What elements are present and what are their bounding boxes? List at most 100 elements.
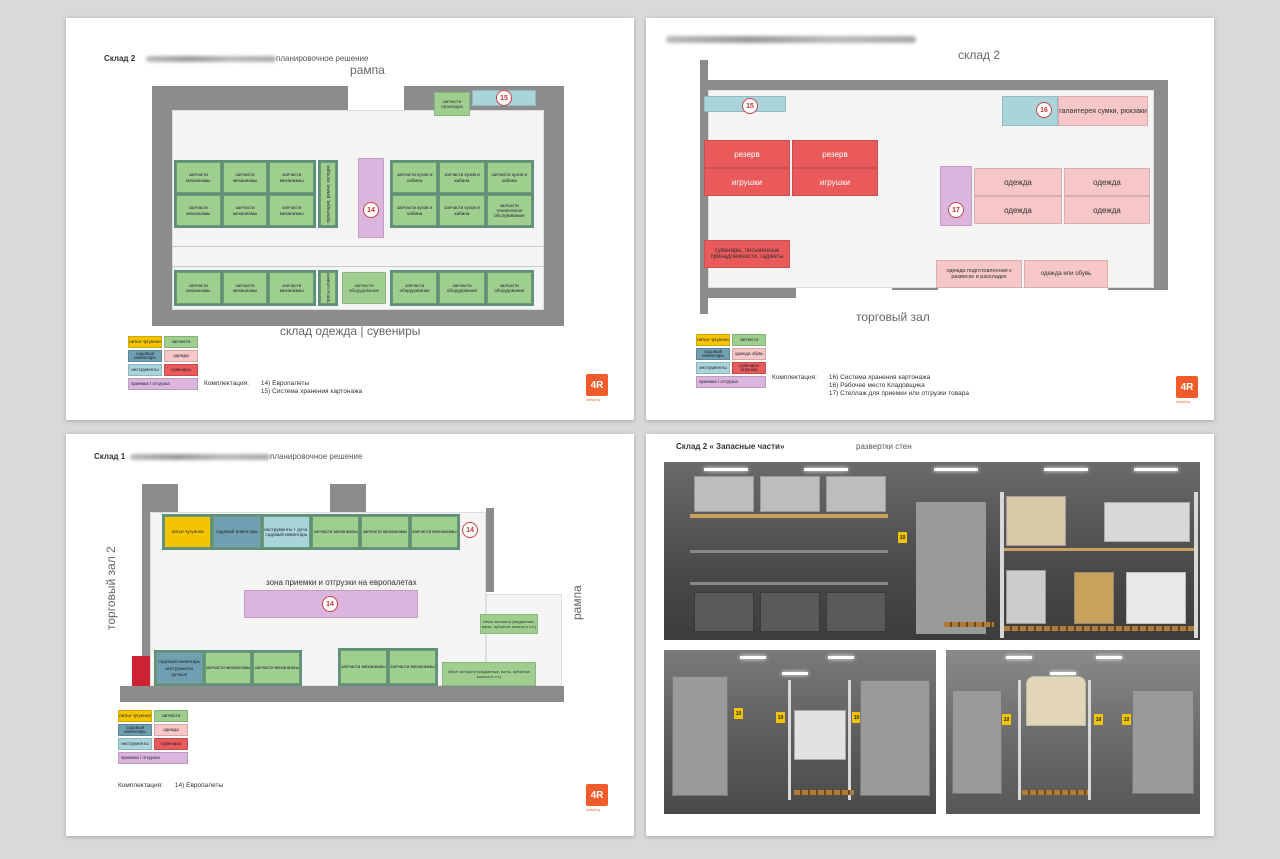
badge-14: 14 — [462, 522, 478, 538]
storage-bin — [826, 592, 886, 632]
legend-item: литье чугунное — [696, 334, 730, 346]
side-rack — [672, 676, 728, 796]
rack-cell: запчасти оборудование — [392, 272, 438, 304]
sheet-warehouse-2-plan: Склад 2 планировочное решение рампа запч… — [66, 18, 634, 420]
sheet-wall-elevations: Склад 2 « Запасные части» развертки стен… — [646, 434, 1214, 836]
rack-cell: запчасти механизмы — [410, 516, 458, 548]
label-sales-floor-2: торговый зал 2 — [104, 546, 118, 630]
legend-item: садовый инвентарь — [696, 348, 730, 360]
sheet-subtitle: развертки стен — [856, 442, 912, 451]
goods — [1006, 570, 1046, 624]
rack-cell: запчасти механизмы — [176, 272, 221, 304]
rack-top: литье чугунное садовый инвентарь инструм… — [162, 514, 460, 550]
equipment-item: 15) Система хранения картонажа — [260, 388, 363, 396]
rack-right-upper: запчасти кузов и кабина запчасти кузов и… — [390, 160, 534, 228]
rack-cell: садовый инвентарь инструменты ручные — [156, 652, 203, 684]
redacted-text — [146, 56, 276, 62]
badge-14: 14 — [363, 202, 379, 218]
rack-cell: запчасти кузов и кабина — [439, 195, 485, 226]
rack-bottom-left: садовый инвентарь инструменты ручные зап… — [154, 650, 302, 686]
legend-item: сувениры — [164, 364, 198, 376]
zone-receive-center — [358, 158, 384, 238]
label-ramp: рампа — [350, 63, 385, 77]
legend-item: приемка / отгрузка — [118, 752, 188, 764]
badge-16: 16 — [1036, 102, 1052, 118]
carton-stack — [826, 476, 886, 512]
rack-cell: запчасти механизмы — [222, 272, 268, 304]
rack-cell: запчасти механизмы — [176, 195, 221, 226]
rack-cell: тросы шланги — [320, 272, 336, 304]
rack-cell: запчасти оборудование — [486, 272, 532, 304]
zone-receive-label: зона приемки и отгрузки на европалетах — [266, 578, 417, 587]
equipment-list: Комплектация: 14) Европалеты — [118, 782, 223, 790]
shelf-beam — [690, 514, 888, 518]
rack-cell: инструменты + ручн. садовый инвентарь — [262, 516, 310, 548]
rack-cell: запчасти оборудование — [439, 272, 485, 304]
wall-bottom-left — [700, 288, 796, 298]
sheet-title: склад 2 — [958, 48, 1001, 62]
dimension-line — [172, 266, 544, 267]
zone-clothing: одежда — [1064, 168, 1150, 196]
badge-15: 15 — [742, 98, 758, 114]
rack-vertical-b: тросы шланги — [318, 270, 338, 306]
rack-cell-label: инструменты ручные — [165, 666, 194, 677]
label-sales-floor: торговый зал — [856, 310, 930, 324]
rack-tag: 10 — [898, 532, 907, 543]
equipment-list: Комплектация: 16) Система хранения карто… — [772, 374, 969, 398]
carton-stack — [694, 476, 754, 512]
rack-bottom-mid: запчасти механизмы запчасти механизмы — [338, 648, 438, 686]
rack-cell: запчасти кузов и кабина — [439, 162, 485, 193]
zone-souvenirs: сувениры, письменные принадлежности, гад… — [704, 240, 790, 268]
rack-upright — [1018, 680, 1021, 800]
legend-item: сувениры игрушки — [732, 362, 766, 374]
ceiling-light — [782, 672, 808, 675]
ceiling-light — [1134, 468, 1178, 471]
wall-left — [142, 508, 150, 702]
rack-tag: 10 — [1002, 714, 1011, 725]
rack-tag: 10 — [776, 712, 785, 723]
side-rack — [952, 690, 1002, 794]
rack-cell-label: садовый инвентарь — [158, 659, 201, 665]
wall-right — [486, 508, 494, 592]
rack-cell: запчасти механизмы — [340, 650, 387, 684]
wall-top-left — [142, 484, 178, 512]
sheet-subtitle: планировочное решение — [276, 54, 369, 63]
equipment-item: 16) Система хранения картонажа — [828, 374, 931, 381]
legend-item: приемка / отгрузка — [128, 378, 198, 390]
rack-left-upper: запчасти механизмы запчасти механизмы за… — [174, 160, 316, 228]
legend-item: инструменты — [696, 362, 730, 374]
dimension-line — [172, 246, 544, 247]
legend-item: сувениры — [154, 738, 188, 750]
equipment-label: Комплектация: — [204, 380, 249, 387]
rack-tag: 10 — [1122, 714, 1131, 725]
rack-cell: садовый инвентарь — [213, 516, 261, 548]
sheet-subtitle: планировочное решение — [270, 452, 363, 461]
sheet-title: Склад 1 — [94, 452, 126, 461]
rack-cell: запчасти механизмы — [204, 652, 252, 684]
zone-clothing: одежда — [974, 196, 1062, 224]
render-wide: 10 — [664, 462, 1200, 640]
rack-cell: литье чугунное — [164, 516, 212, 548]
shelf-beam — [1004, 548, 1194, 551]
legend: литье чугунное запчасти садовый инвентар… — [118, 710, 188, 764]
legend-item: запчасти — [154, 710, 188, 722]
rack-cell: запчасти кузов и кабина — [392, 195, 438, 226]
wall-top-left — [152, 86, 348, 110]
equipment-item: 16) Рабочее место Кладовщика — [828, 382, 925, 390]
rack-cell: запчасти механизмы — [361, 516, 409, 548]
goods — [1104, 502, 1190, 542]
logo-caption: 4retail.by — [586, 808, 601, 812]
ceiling-light — [1044, 468, 1088, 471]
goods — [1126, 572, 1186, 624]
zone-prepared-clothing: одежда подготовленная к развеске и раскл… — [936, 260, 1022, 288]
equipment-label: Комплектация: — [772, 374, 817, 381]
rack-cell: прокладки, ремни, колодки — [320, 162, 336, 226]
badge-17: 17 — [948, 202, 964, 218]
render-left: 10 10 10 — [664, 650, 936, 814]
ceiling-light — [740, 656, 766, 659]
rack-cell: запчасти механизмы — [176, 162, 221, 193]
wall-top — [700, 80, 1154, 90]
zone-haberdashery: галантерея сумки, рюкзаки — [1058, 96, 1148, 126]
logo-4r: 4R — [586, 784, 608, 806]
equipment-item: 14) Европалеты — [260, 380, 310, 387]
